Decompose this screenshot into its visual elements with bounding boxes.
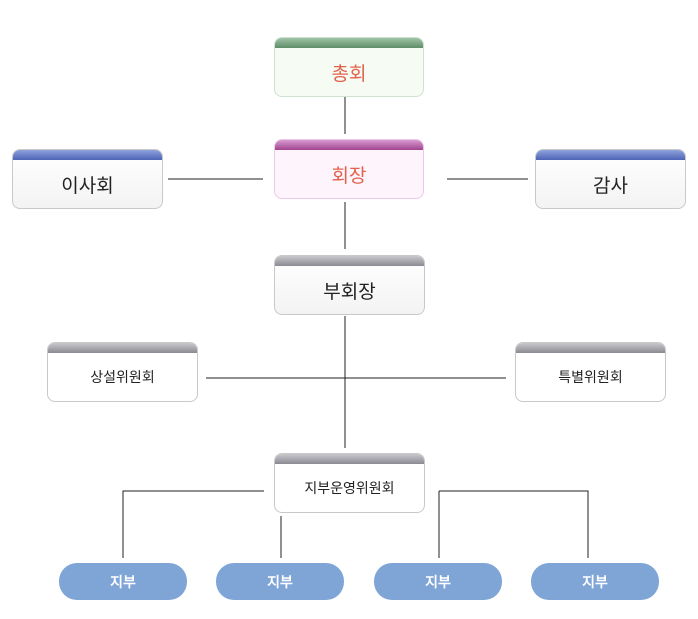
node-label: 부회장 [323,280,376,303]
branch-node-2[interactable]: 지부 [216,563,344,600]
node-special-committee[interactable]: 특별위원회 [515,342,666,402]
node-general-assembly[interactable]: 총회 [274,37,424,97]
node-branch-committee[interactable]: 지부운영위원회 [274,453,425,513]
node-standing-committee[interactable]: 상설위원회 [47,342,198,402]
node-header-bar [13,150,162,160]
line-branch-1 [122,490,264,558]
node-label: 상설위원회 [90,370,155,386]
node-label: 총회 [331,62,367,85]
branch-node-1[interactable]: 지부 [59,563,187,600]
node-header-bar [516,343,665,353]
node-label: 지부운영위원회 [304,481,395,497]
node-label: 이사회 [61,174,114,197]
node-label: 특별위원회 [558,370,623,386]
node-label: 감사 [593,174,628,197]
node-header-bar [275,256,424,266]
branch-node-3[interactable]: 지부 [374,563,502,600]
node-header-bar [536,150,685,160]
node-header-bar [275,38,423,48]
node-board[interactable]: 이사회 [12,149,163,209]
node-header-bar [48,343,197,353]
node-auditor[interactable]: 감사 [535,149,686,209]
branch-node-4[interactable]: 지부 [531,563,659,600]
node-president[interactable]: 회장 [274,139,424,199]
node-header-bar [275,140,423,150]
node-header-bar [275,454,424,464]
line-branch-4 [439,490,589,558]
node-label: 회장 [331,164,367,187]
node-vice-president[interactable]: 부회장 [274,255,425,315]
